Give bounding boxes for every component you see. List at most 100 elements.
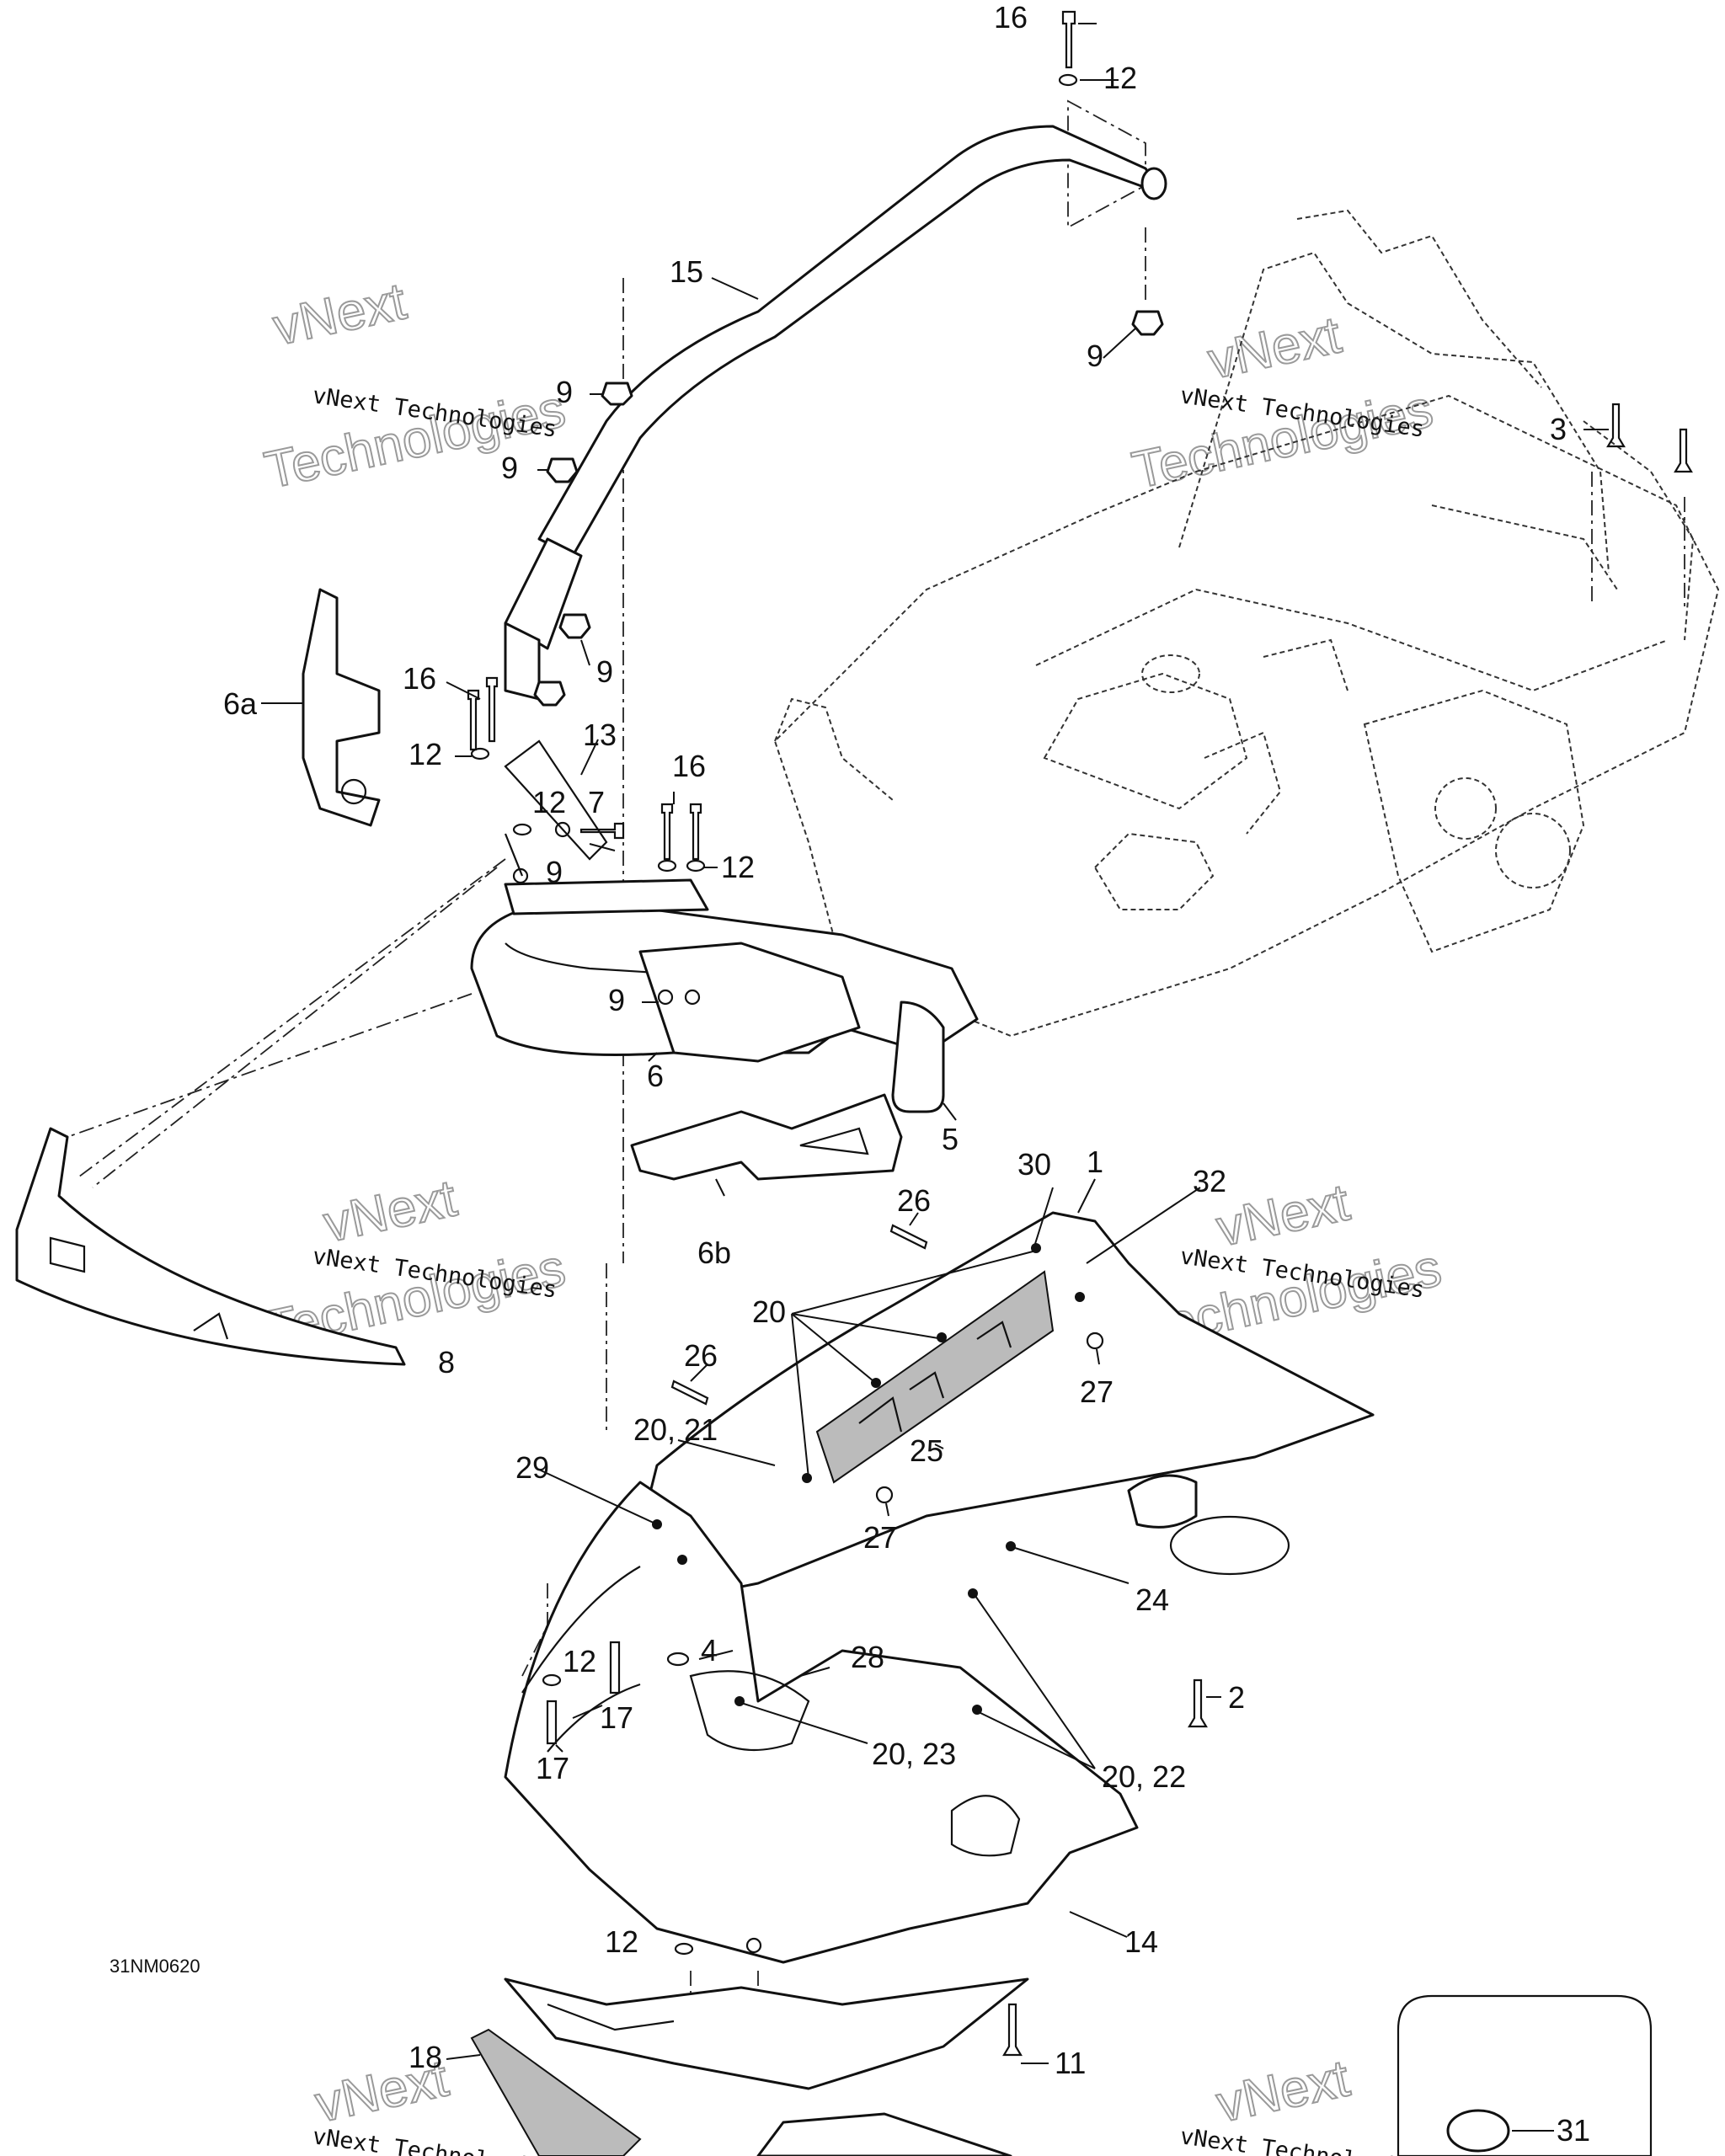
part-31-inset-box bbox=[1397, 1994, 1653, 2156]
rivet-11-icon bbox=[1002, 2003, 1023, 2057]
callout-28: 28 bbox=[851, 1640, 884, 1674]
watermark-line1: vNext bbox=[1204, 306, 1346, 390]
washer-4-icon bbox=[666, 1652, 690, 1667]
nut-9-icon bbox=[558, 613, 591, 639]
watermark-top-left: vNext Technologies vNext Technologies bbox=[259, 271, 571, 500]
callout-20-21: 20, 21 bbox=[633, 1412, 718, 1447]
callout-9: 9 bbox=[608, 983, 625, 1017]
washer-12-icon bbox=[542, 1673, 562, 1687]
washer-12-icon bbox=[512, 823, 532, 836]
part-18-lower-mesh bbox=[470, 2028, 642, 2156]
rivet-2-icon bbox=[1188, 1678, 1208, 1728]
callout-26: 26 bbox=[684, 1338, 718, 1373]
callout-12: 12 bbox=[409, 737, 442, 771]
callout-11: 11 bbox=[1055, 2046, 1086, 2080]
nut-9-icon bbox=[533, 680, 566, 707]
callout-17: 17 bbox=[600, 1700, 633, 1735]
callout-18: 18 bbox=[409, 2040, 442, 2074]
callout-13: 13 bbox=[583, 718, 617, 752]
callout-4: 4 bbox=[701, 1633, 718, 1668]
watermark-top-right: vNext Technologies vNext Technologies bbox=[1127, 305, 1439, 500]
callout-31: 31 bbox=[1557, 2113, 1590, 2148]
nut-9-icon bbox=[1131, 310, 1164, 336]
watermark-bottom-right: vNext vNext Technologies bbox=[1178, 2048, 1426, 2156]
callout-9: 9 bbox=[556, 375, 573, 409]
washer-27-icon bbox=[875, 1486, 894, 1504]
part-6a-side-bracket bbox=[302, 588, 381, 827]
washer-12-icon bbox=[657, 859, 677, 873]
callout-3: 3 bbox=[1550, 412, 1567, 446]
part-6-front-bumper bbox=[470, 878, 979, 1113]
watermark-company: vNext Technologies bbox=[311, 2123, 558, 2156]
callout-30: 30 bbox=[1017, 1147, 1051, 1182]
rivet-26-icon bbox=[889, 1224, 928, 1250]
callout-12: 12 bbox=[721, 850, 755, 884]
washer-12-icon bbox=[554, 821, 571, 838]
washer-12-icon bbox=[1058, 73, 1078, 87]
bolt-16-icon bbox=[689, 803, 702, 861]
callout-12: 12 bbox=[1103, 61, 1137, 95]
callout-9: 9 bbox=[596, 654, 613, 689]
rivet-3-icon bbox=[1674, 428, 1693, 473]
callout-9: 9 bbox=[501, 451, 518, 485]
nut-9-icon bbox=[512, 867, 529, 884]
part-1-front-panel bbox=[504, 1211, 1375, 1964]
bolt-17-icon bbox=[609, 1641, 621, 1694]
callout-29: 29 bbox=[515, 1450, 549, 1485]
part-8-front-skid bbox=[15, 1127, 406, 1366]
callout-25: 25 bbox=[910, 1433, 943, 1468]
callout-14: 14 bbox=[1124, 1924, 1158, 1959]
callout-7: 7 bbox=[588, 785, 605, 819]
watermark-company: vNext Technologies bbox=[1178, 2123, 1426, 2156]
callout-12: 12 bbox=[605, 1924, 638, 1959]
washer-12-icon bbox=[470, 747, 490, 760]
nut-9-icon bbox=[546, 457, 579, 483]
rivet-3-icon bbox=[1606, 403, 1626, 448]
callout-2: 2 bbox=[1228, 1680, 1245, 1715]
callout-26: 26 bbox=[897, 1183, 931, 1218]
bolt-16-icon bbox=[1061, 10, 1076, 69]
nut-9-icon bbox=[745, 1937, 762, 1954]
watermark-line1: vNext bbox=[319, 1169, 462, 1253]
callout-5: 5 bbox=[942, 1122, 959, 1156]
part-15-upper-tube bbox=[504, 125, 1167, 701]
washer-12-icon bbox=[674, 1942, 694, 1956]
callout-12: 12 bbox=[532, 785, 566, 819]
callout-6a: 6a bbox=[223, 686, 258, 721]
washer-27-icon bbox=[1086, 1331, 1104, 1350]
watermark-line1: vNext bbox=[1212, 1173, 1354, 1257]
callout-24: 24 bbox=[1135, 1582, 1169, 1617]
callout-16: 16 bbox=[672, 749, 706, 783]
callout-9: 9 bbox=[1087, 339, 1103, 373]
washer-12-icon bbox=[686, 859, 706, 873]
rivet-26-icon bbox=[670, 1380, 709, 1406]
bolt-16-icon bbox=[660, 803, 674, 861]
callout-8: 8 bbox=[438, 1345, 455, 1380]
callout-6: 6 bbox=[647, 1059, 664, 1093]
callout-16: 16 bbox=[994, 0, 1028, 35]
part-14-lower-front bbox=[504, 1977, 1029, 2156]
callout-17: 17 bbox=[536, 1751, 569, 1785]
bolt-16-icon bbox=[467, 689, 480, 751]
callout-20-23: 20, 23 bbox=[872, 1737, 956, 1771]
callout-12: 12 bbox=[563, 1644, 596, 1678]
callout-27: 27 bbox=[863, 1520, 897, 1555]
fasteners bbox=[467, 10, 1693, 2057]
leader-lines bbox=[261, 23, 1609, 2132]
bolt-7-icon bbox=[579, 822, 625, 840]
part-25-mesh-grille bbox=[815, 1270, 1055, 1484]
bolt-17-icon bbox=[546, 1700, 558, 1745]
callout-1: 1 bbox=[1087, 1145, 1103, 1179]
callout-20-22: 20, 22 bbox=[1102, 1759, 1186, 1794]
watermark-line1: vNext bbox=[269, 272, 411, 356]
part-6b-lower-bracket bbox=[630, 1093, 903, 1181]
callout-6b: 6b bbox=[697, 1235, 731, 1270]
callout-32: 32 bbox=[1193, 1164, 1226, 1198]
nut-9-icon bbox=[657, 989, 674, 1006]
callout-9: 9 bbox=[546, 855, 563, 889]
callout-16: 16 bbox=[403, 661, 436, 696]
callout-20: 20 bbox=[752, 1294, 786, 1329]
nut-9-icon bbox=[684, 989, 701, 1006]
watermark-line1: vNext bbox=[1212, 2049, 1354, 2133]
